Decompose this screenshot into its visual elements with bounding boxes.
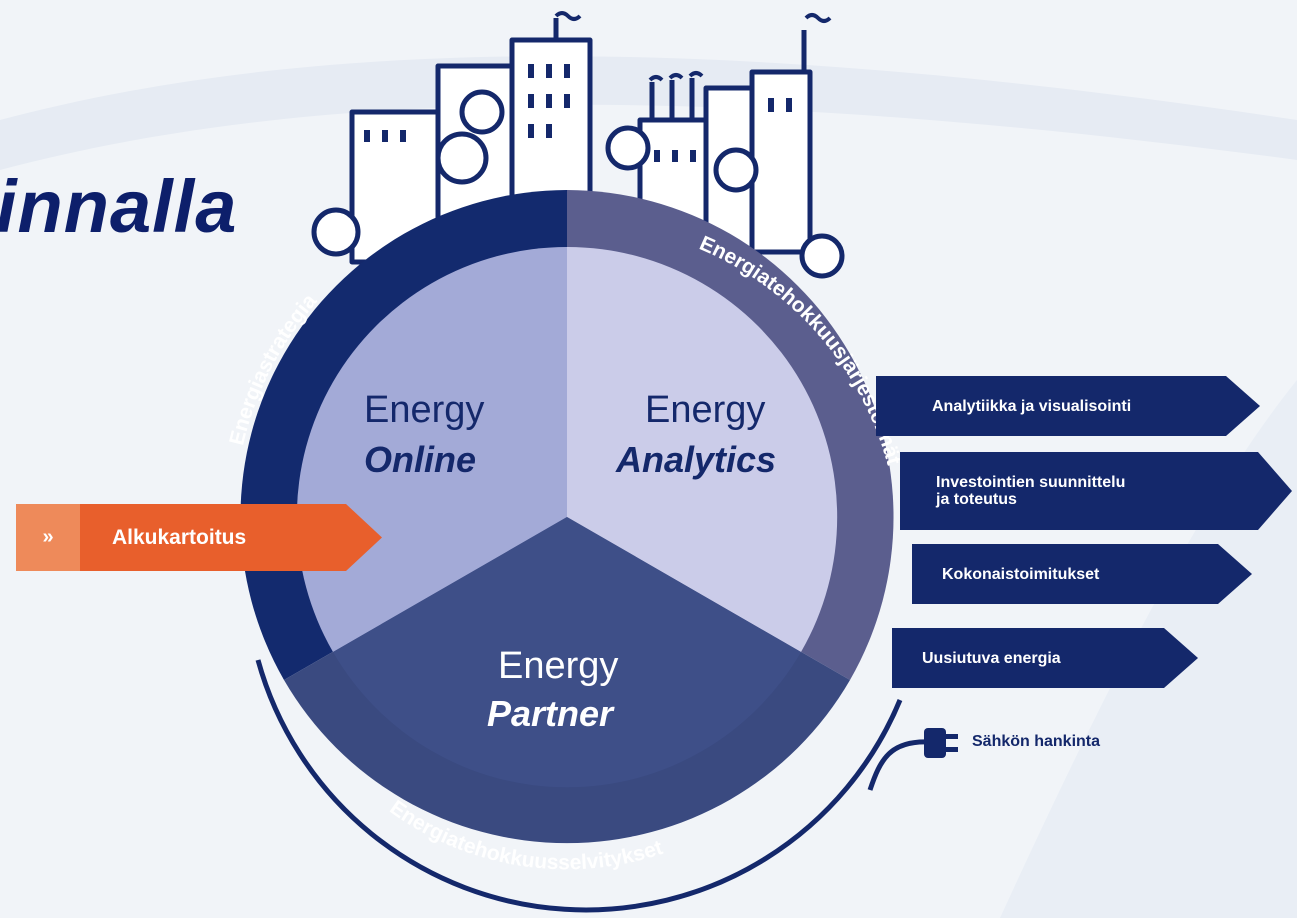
segment-online-subtitle: Online	[364, 439, 476, 480]
segment-partner-subtitle: Partner	[487, 693, 615, 734]
service-arrow-analytics[interactable]: Analytiikka ja visualisointi	[876, 376, 1260, 436]
service-label: Investointien suunnittelu	[936, 474, 1126, 491]
alkukartoitus-arrow[interactable]: » Alkukartoitus	[16, 504, 382, 571]
service-label-line2: ja toteutus	[936, 491, 1017, 508]
alkukartoitus-label: Alkukartoitus	[80, 504, 382, 571]
service-arrow-renewable[interactable]: Uusiutuva energia	[892, 628, 1198, 688]
plug-icon	[924, 728, 958, 758]
segment-analytics-title: Energy	[645, 389, 765, 431]
service-arrow-investments[interactable]: Investointien suunnittelu ja toteutus	[900, 452, 1292, 530]
service-arrow-total-deliveries[interactable]: Kokonaistoimitukset	[912, 544, 1252, 604]
service-label: Uusiutuva energia	[922, 649, 1061, 667]
segment-partner-title: Energy	[498, 645, 618, 687]
segment-online-title: Energy	[364, 389, 484, 431]
segment-analytics-subtitle: Analytics	[615, 439, 776, 480]
service-label: Kokonaistoimitukset	[942, 565, 1100, 583]
plug-label: Sähkön hankinta	[972, 733, 1101, 750]
service-label: Analytiikka ja visualisointi	[932, 397, 1132, 415]
chevron-right-icon: »	[16, 504, 80, 571]
page-heading: innalla	[0, 165, 238, 248]
